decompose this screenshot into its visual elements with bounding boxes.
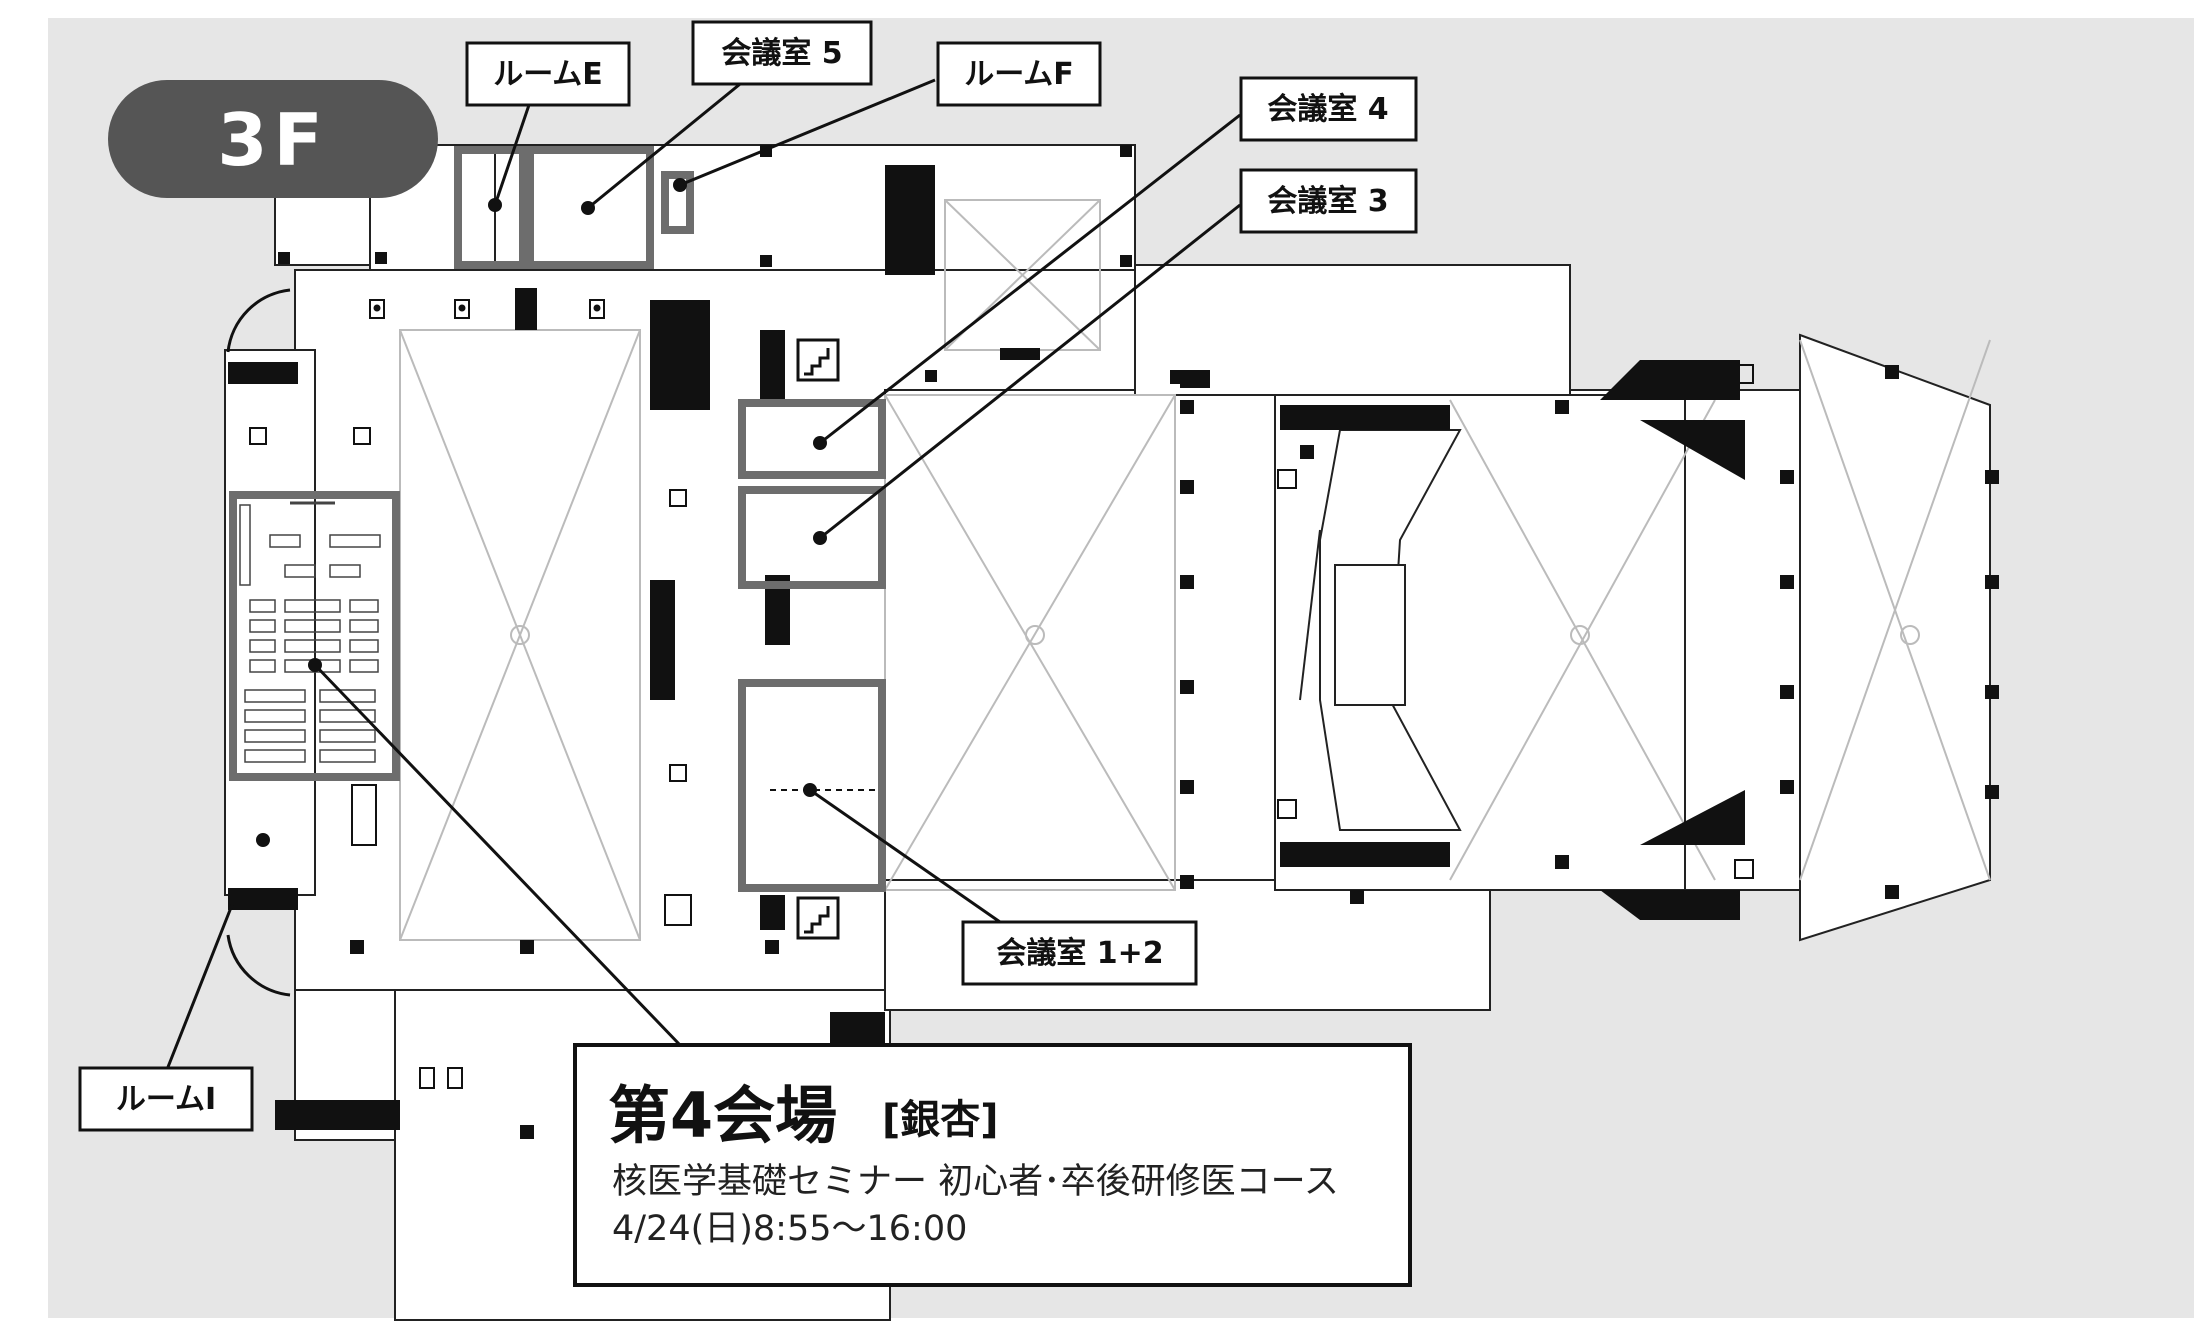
callout-meeting-12[interactable]: 会議室 1+2 <box>961 920 1198 986</box>
venue-description: 核医学基礎セミナー 初心者･卒後研修医コース <box>612 1162 1339 1202</box>
restroom-icon <box>669 764 687 782</box>
stairs-icon <box>1277 799 1297 819</box>
callout-room-f[interactable]: ルームF <box>936 41 1102 107</box>
callout-room-i[interactable]: ルームⅠ <box>78 1066 254 1132</box>
leader-dots <box>256 178 827 847</box>
venue-schedule: 4/24(日)8:55〜16:00 <box>612 1209 967 1249</box>
room-f-label: ルームF <box>964 57 1074 92</box>
meeting-3-label: 会議室 3 <box>1267 184 1388 219</box>
restroom-icon <box>369 299 385 319</box>
room-e-label: ルームE <box>493 57 603 92</box>
room-f-area[interactable] <box>661 171 694 234</box>
room-e-area[interactable] <box>454 146 527 269</box>
floor-label: 3F <box>217 98 328 182</box>
stairs-icon <box>796 896 840 940</box>
callout-room-e[interactable]: ルームE <box>465 41 631 107</box>
elevator-icon <box>664 894 692 926</box>
stairs-icon <box>796 338 840 382</box>
room-i-label: ルームⅠ <box>116 1082 216 1117</box>
elevator-icon <box>353 427 371 445</box>
callout-meeting-5[interactable]: 会議室 5 <box>691 20 873 86</box>
venue-4-room[interactable] <box>229 491 400 781</box>
venue-4-seating <box>239 501 381 763</box>
floor-badge: 3F <box>108 80 438 198</box>
restroom-icon <box>351 784 377 846</box>
restroom-icon <box>589 299 605 319</box>
restroom-icon <box>669 489 687 507</box>
meeting-12-area[interactable] <box>738 679 886 892</box>
meeting-4-area[interactable] <box>738 399 886 479</box>
leader-lines <box>166 78 1241 1068</box>
spiral-stairs <box>226 288 291 997</box>
stairs-icon <box>1277 469 1297 489</box>
venue-title: 第4会場 <box>608 1079 837 1152</box>
callout-meeting-4[interactable]: 会議室 4 <box>1239 76 1418 142</box>
venue-info-box[interactable]: 第4会場 [銀杏] 核医学基礎セミナー 初心者･卒後研修医コース 4/24(日)… <box>573 1043 1412 1287</box>
restroom-icon <box>419 1067 435 1089</box>
restroom-icon <box>454 299 470 319</box>
meeting-5-label: 会議室 5 <box>721 36 842 71</box>
elevator-icon <box>249 427 267 445</box>
structural-walls <box>228 145 1999 1139</box>
stairs-icon <box>1734 859 1754 879</box>
meeting-12-label: 会議室 1+2 <box>996 936 1163 971</box>
meeting-3-area[interactable] <box>738 486 886 589</box>
restroom-icon <box>447 1067 463 1089</box>
facility-icons <box>249 299 1754 1089</box>
meeting-5-area[interactable] <box>526 146 654 269</box>
meeting-4-label: 会議室 4 <box>1267 92 1388 127</box>
venue-subtitle: [銀杏] <box>882 1097 999 1143</box>
highlighted-rooms <box>229 146 886 892</box>
auditorium-stage <box>1299 429 1462 831</box>
stairs-icon <box>1734 364 1754 384</box>
callout-meeting-3[interactable]: 会議室 3 <box>1239 168 1418 234</box>
